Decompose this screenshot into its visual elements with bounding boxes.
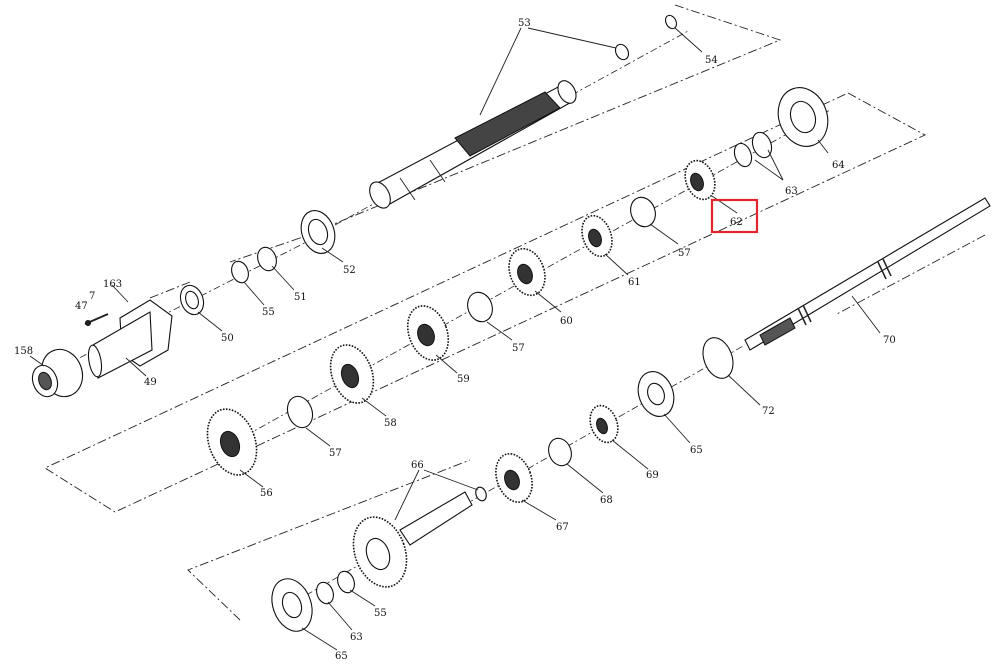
bushing-part-57-left <box>286 395 314 429</box>
label-51: 51 <box>294 292 307 303</box>
label-65-right: 65 <box>690 445 703 456</box>
label-69: 69 <box>646 470 659 481</box>
highlight-box <box>710 198 759 234</box>
gear-part-61 <box>581 214 613 258</box>
gear-part-58 <box>329 344 375 404</box>
part-labels: 53 54 64 63 62 52 51 55 50 61 57 60 57 5… <box>14 18 896 662</box>
label-59: 59 <box>457 374 470 385</box>
leader-lines <box>29 27 881 651</box>
group-outlines <box>44 4 986 621</box>
snap-ring-part-55-upper <box>231 260 249 284</box>
input-shaft <box>369 80 577 209</box>
bushing-part-57-right <box>630 196 656 228</box>
label-55-upper: 55 <box>262 307 275 318</box>
label-163: 163 <box>103 279 122 290</box>
label-55-lower: 55 <box>374 608 387 619</box>
snap-ring-part-55-lower <box>337 570 355 594</box>
snap-ring-part-51 <box>257 246 277 272</box>
label-61: 61 <box>628 277 641 288</box>
label-67: 67 <box>556 522 569 533</box>
seal-part-50 <box>179 284 205 316</box>
label-50: 50 <box>221 333 234 344</box>
flange-part-158 <box>31 348 84 398</box>
label-65-left: 65 <box>335 651 348 662</box>
bearing-part-65-left <box>271 578 313 632</box>
label-60: 60 <box>560 316 573 327</box>
gear-part-56 <box>206 408 258 476</box>
output-shaft-part-70 <box>744 197 991 351</box>
housing-part-49 <box>87 299 173 379</box>
label-62: 62 <box>730 217 743 228</box>
washer-part-72 <box>702 337 734 379</box>
gear-part-60 <box>508 247 546 297</box>
label-70: 70 <box>883 335 896 346</box>
gear-part-62 <box>684 159 716 201</box>
label-58: 58 <box>384 418 397 429</box>
label-57-right: 57 <box>678 248 691 259</box>
label-68: 68 <box>600 495 613 506</box>
gear-part-59 <box>406 305 450 361</box>
bushing-part-57-middle <box>467 291 493 323</box>
snap-rings-part-63-upper <box>733 131 773 168</box>
label-64: 64 <box>832 160 845 171</box>
label-66: 66 <box>411 460 424 471</box>
label-57-left: 57 <box>329 448 342 459</box>
bushing-part-68 <box>548 437 572 467</box>
label-52: 52 <box>343 265 356 276</box>
snap-ring-part-63-lower <box>316 581 334 605</box>
bolt-part-47 <box>84 313 109 326</box>
label-63-upper: 63 <box>785 186 798 197</box>
label-56: 56 <box>260 488 273 499</box>
label-7: 7 <box>89 291 95 302</box>
label-53: 53 <box>518 18 531 29</box>
gear-cluster-part-66 <box>352 486 487 588</box>
ring-part-54 <box>664 14 678 30</box>
label-54: 54 <box>705 55 718 66</box>
gear-part-69 <box>589 404 619 444</box>
label-158: 158 <box>14 346 33 357</box>
label-63-lower: 63 <box>350 632 363 643</box>
label-49: 49 <box>144 377 157 388</box>
bearing-part-52 <box>300 210 336 254</box>
bearing-part-65-right <box>637 371 675 417</box>
label-57-middle: 57 <box>512 343 525 354</box>
bearing-part-64 <box>777 87 829 147</box>
label-47: 47 <box>75 301 88 312</box>
label-72: 72 <box>762 406 775 417</box>
bearing-part-53 <box>614 43 630 61</box>
gear-part-67 <box>495 452 533 504</box>
